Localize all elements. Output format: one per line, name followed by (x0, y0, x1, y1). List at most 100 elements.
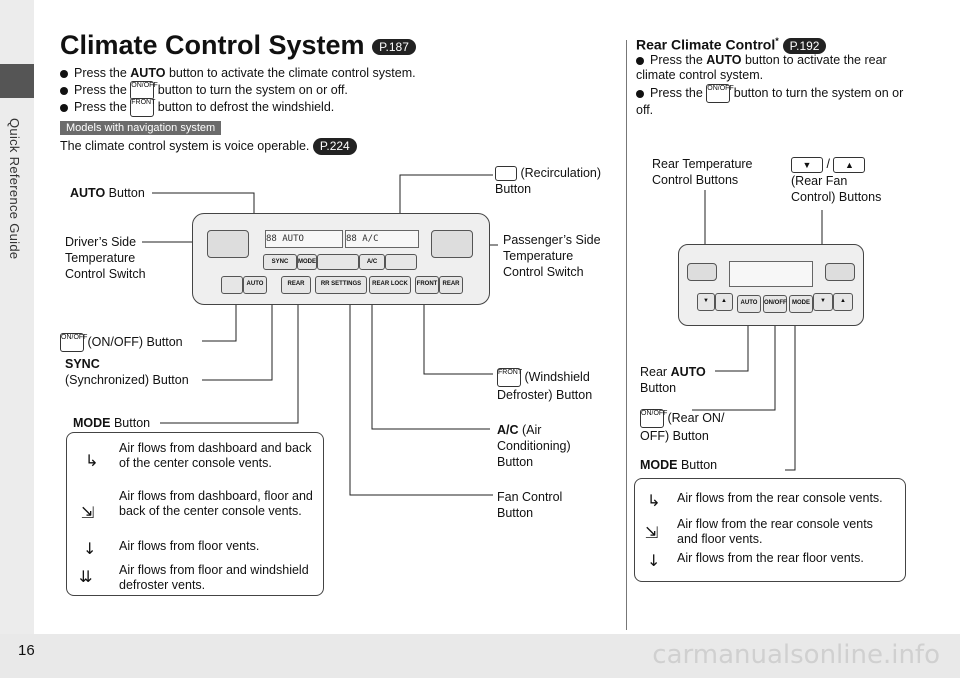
ac-button[interactable]: A/C (359, 254, 385, 270)
rear-temp-up-button[interactable] (687, 263, 717, 281)
title-page-ref[interactable]: P.187 (372, 38, 416, 55)
legend-item: Air flows from floor vents. (119, 539, 260, 553)
rear-defrost-button[interactable]: REAR (439, 276, 463, 294)
legend-item: Air flows from floor and windshield defr… (119, 563, 309, 592)
label-text: Fan Control (497, 490, 563, 504)
label-bold: AUTO (670, 365, 706, 379)
rear-onoff-button[interactable]: ON/OFF (763, 295, 787, 313)
legend-item: Air flows from dashboard, floor and back… (119, 489, 313, 518)
label-text: Rear Temperature (652, 157, 753, 171)
bullet-text: Press the (650, 85, 707, 100)
rear-temp-up-button[interactable]: ▲ (715, 293, 733, 311)
footer (0, 634, 960, 678)
rear-title-page-ref[interactable]: P.192 (782, 37, 827, 54)
legend-item: Air flow from the rear console vents and… (677, 517, 873, 546)
bullet-auto: Press the AUTO button to activate the cl… (60, 66, 416, 81)
label-text: Button (497, 455, 534, 469)
dash-vent-icon: ↳ (85, 451, 99, 470)
driver-temp-switch[interactable] (207, 230, 249, 258)
rear-console-vent-icon: ↳ (647, 491, 661, 510)
floor-defrost-vent-icon: ⇊ (79, 567, 93, 586)
label-auto: AUTO Button (70, 185, 145, 201)
voice-text: The climate control system is voice oper… (60, 138, 310, 153)
sidebar-tab (0, 64, 34, 98)
rear-fan-down-button[interactable]: ▼ (813, 293, 833, 311)
rear-title-text: Rear Climate Control (636, 36, 776, 53)
fan-up-icon: ▲ (833, 156, 866, 173)
label-text: Control Buttons (652, 173, 739, 187)
front-defrost-button[interactable]: FRONT (415, 276, 439, 294)
dash-floor-vent-icon: ⇲ (81, 503, 95, 522)
rear-temp-down-button[interactable]: ▼ (697, 293, 715, 311)
legend-item: Air flows from the rear console vents. (677, 491, 883, 505)
label-text: Button (640, 381, 677, 395)
watermark: carmanualsonline.info (652, 640, 940, 670)
passenger-temp-switch[interactable] (431, 230, 473, 258)
sync-button[interactable]: SYNC (263, 254, 297, 270)
bullet-dot (636, 89, 644, 98)
mode-legend: ↳ Air flows from dashboard and back of t… (66, 432, 324, 596)
label-recirculation: (Recirculation)Button (495, 165, 601, 197)
front-climate-panel: 88 AUTO 88 A/C SYNC MODE A/C AUTO REAR R… (192, 213, 490, 305)
title-text: Climate Control System (60, 30, 365, 60)
rear-bullet-onoff: Press the ON/OFF button to turn the syst… (636, 84, 904, 118)
rear-auto-button[interactable]: AUTO (737, 295, 761, 313)
rear-ref-text: P.192 (789, 38, 820, 53)
recirculation-icon (495, 166, 517, 182)
rear-fan-up-button[interactable]: ▲ (833, 293, 853, 311)
label-text: Button (105, 186, 145, 200)
bullet-front: Press the FRONT button to defrost the wi… (60, 98, 334, 117)
label-sync: SYNC(Synchronized) Button (65, 356, 189, 388)
label-text: (Synchronized) Button (65, 373, 189, 387)
label-text: Control Switch (503, 265, 584, 279)
rear-mode-legend: ↳ Air flows from the rear console vents.… (634, 478, 906, 582)
onoff-icon: ON/OFF (60, 333, 87, 352)
bullet-text: button to turn the system on or off. (636, 85, 904, 117)
voice-page-ref[interactable]: P.224 (312, 138, 357, 155)
label-bold: A/C (497, 423, 519, 437)
bullet-dot (60, 69, 68, 78)
bullet-text: Press the (74, 82, 131, 97)
label-text: Passenger’s Side (503, 233, 601, 247)
onoff-button[interactable] (221, 276, 243, 294)
label-text: OFF) Button (640, 429, 709, 443)
rear-fan-icon-button[interactable] (825, 263, 855, 281)
bullet-text: Press the (650, 53, 707, 67)
recirculation-button[interactable] (385, 254, 417, 270)
rear-console-floor-vent-icon: ⇲ (645, 523, 659, 542)
fan-button[interactable] (317, 254, 359, 270)
auto-button[interactable]: AUTO (243, 276, 267, 294)
label-text: Button (110, 416, 151, 430)
rear-climate-panel: ▼ ▲ AUTO ON/OFF MODE ▼ ▲ (678, 244, 864, 326)
label-text: Button (497, 506, 534, 520)
rear-floor-vent-icon: ↓ (647, 551, 661, 570)
label-text: Button (495, 182, 532, 197)
legend-item: Air flows from the rear floor vents. (677, 551, 864, 565)
rear-lock-button[interactable]: REAR LOCK (369, 276, 411, 294)
bullet-text: button to turn the system on or off. (154, 82, 348, 97)
rear-button[interactable]: REAR (281, 276, 311, 294)
front-defrost-icon: FRONT (130, 98, 155, 117)
label-text: Rear (640, 365, 671, 379)
sidebar: Quick Reference Guide (0, 0, 34, 634)
rear-bullet-auto: Press the AUTO button to activate the re… (636, 53, 904, 83)
label-text: Temperature (503, 249, 574, 263)
lcd-right: 88 A/C (345, 230, 419, 248)
title-ref-text: P.187 (379, 39, 409, 54)
label-text: Temperature (65, 251, 136, 265)
voice-note: The climate control system is voice oper… (60, 138, 357, 155)
label-onoff: ON/OFF (ON/OFF) Button (60, 333, 183, 352)
fan-down-icon: ▼ (791, 156, 823, 173)
label-text: (ON/OFF) Button (84, 334, 183, 349)
label-rear-onoff: ON/OFF (Rear ON/OFF) Button (640, 409, 724, 444)
mode-button[interactable]: MODE (297, 254, 317, 270)
voice-ref-text: P.224 (319, 139, 350, 153)
label-text: Driver’s Side (65, 235, 137, 249)
rear-mode-button[interactable]: MODE (789, 295, 813, 313)
rr-settings-button[interactable]: RR SETTINGS (315, 276, 367, 294)
sidebar-label: Quick Reference Guide (7, 118, 22, 260)
